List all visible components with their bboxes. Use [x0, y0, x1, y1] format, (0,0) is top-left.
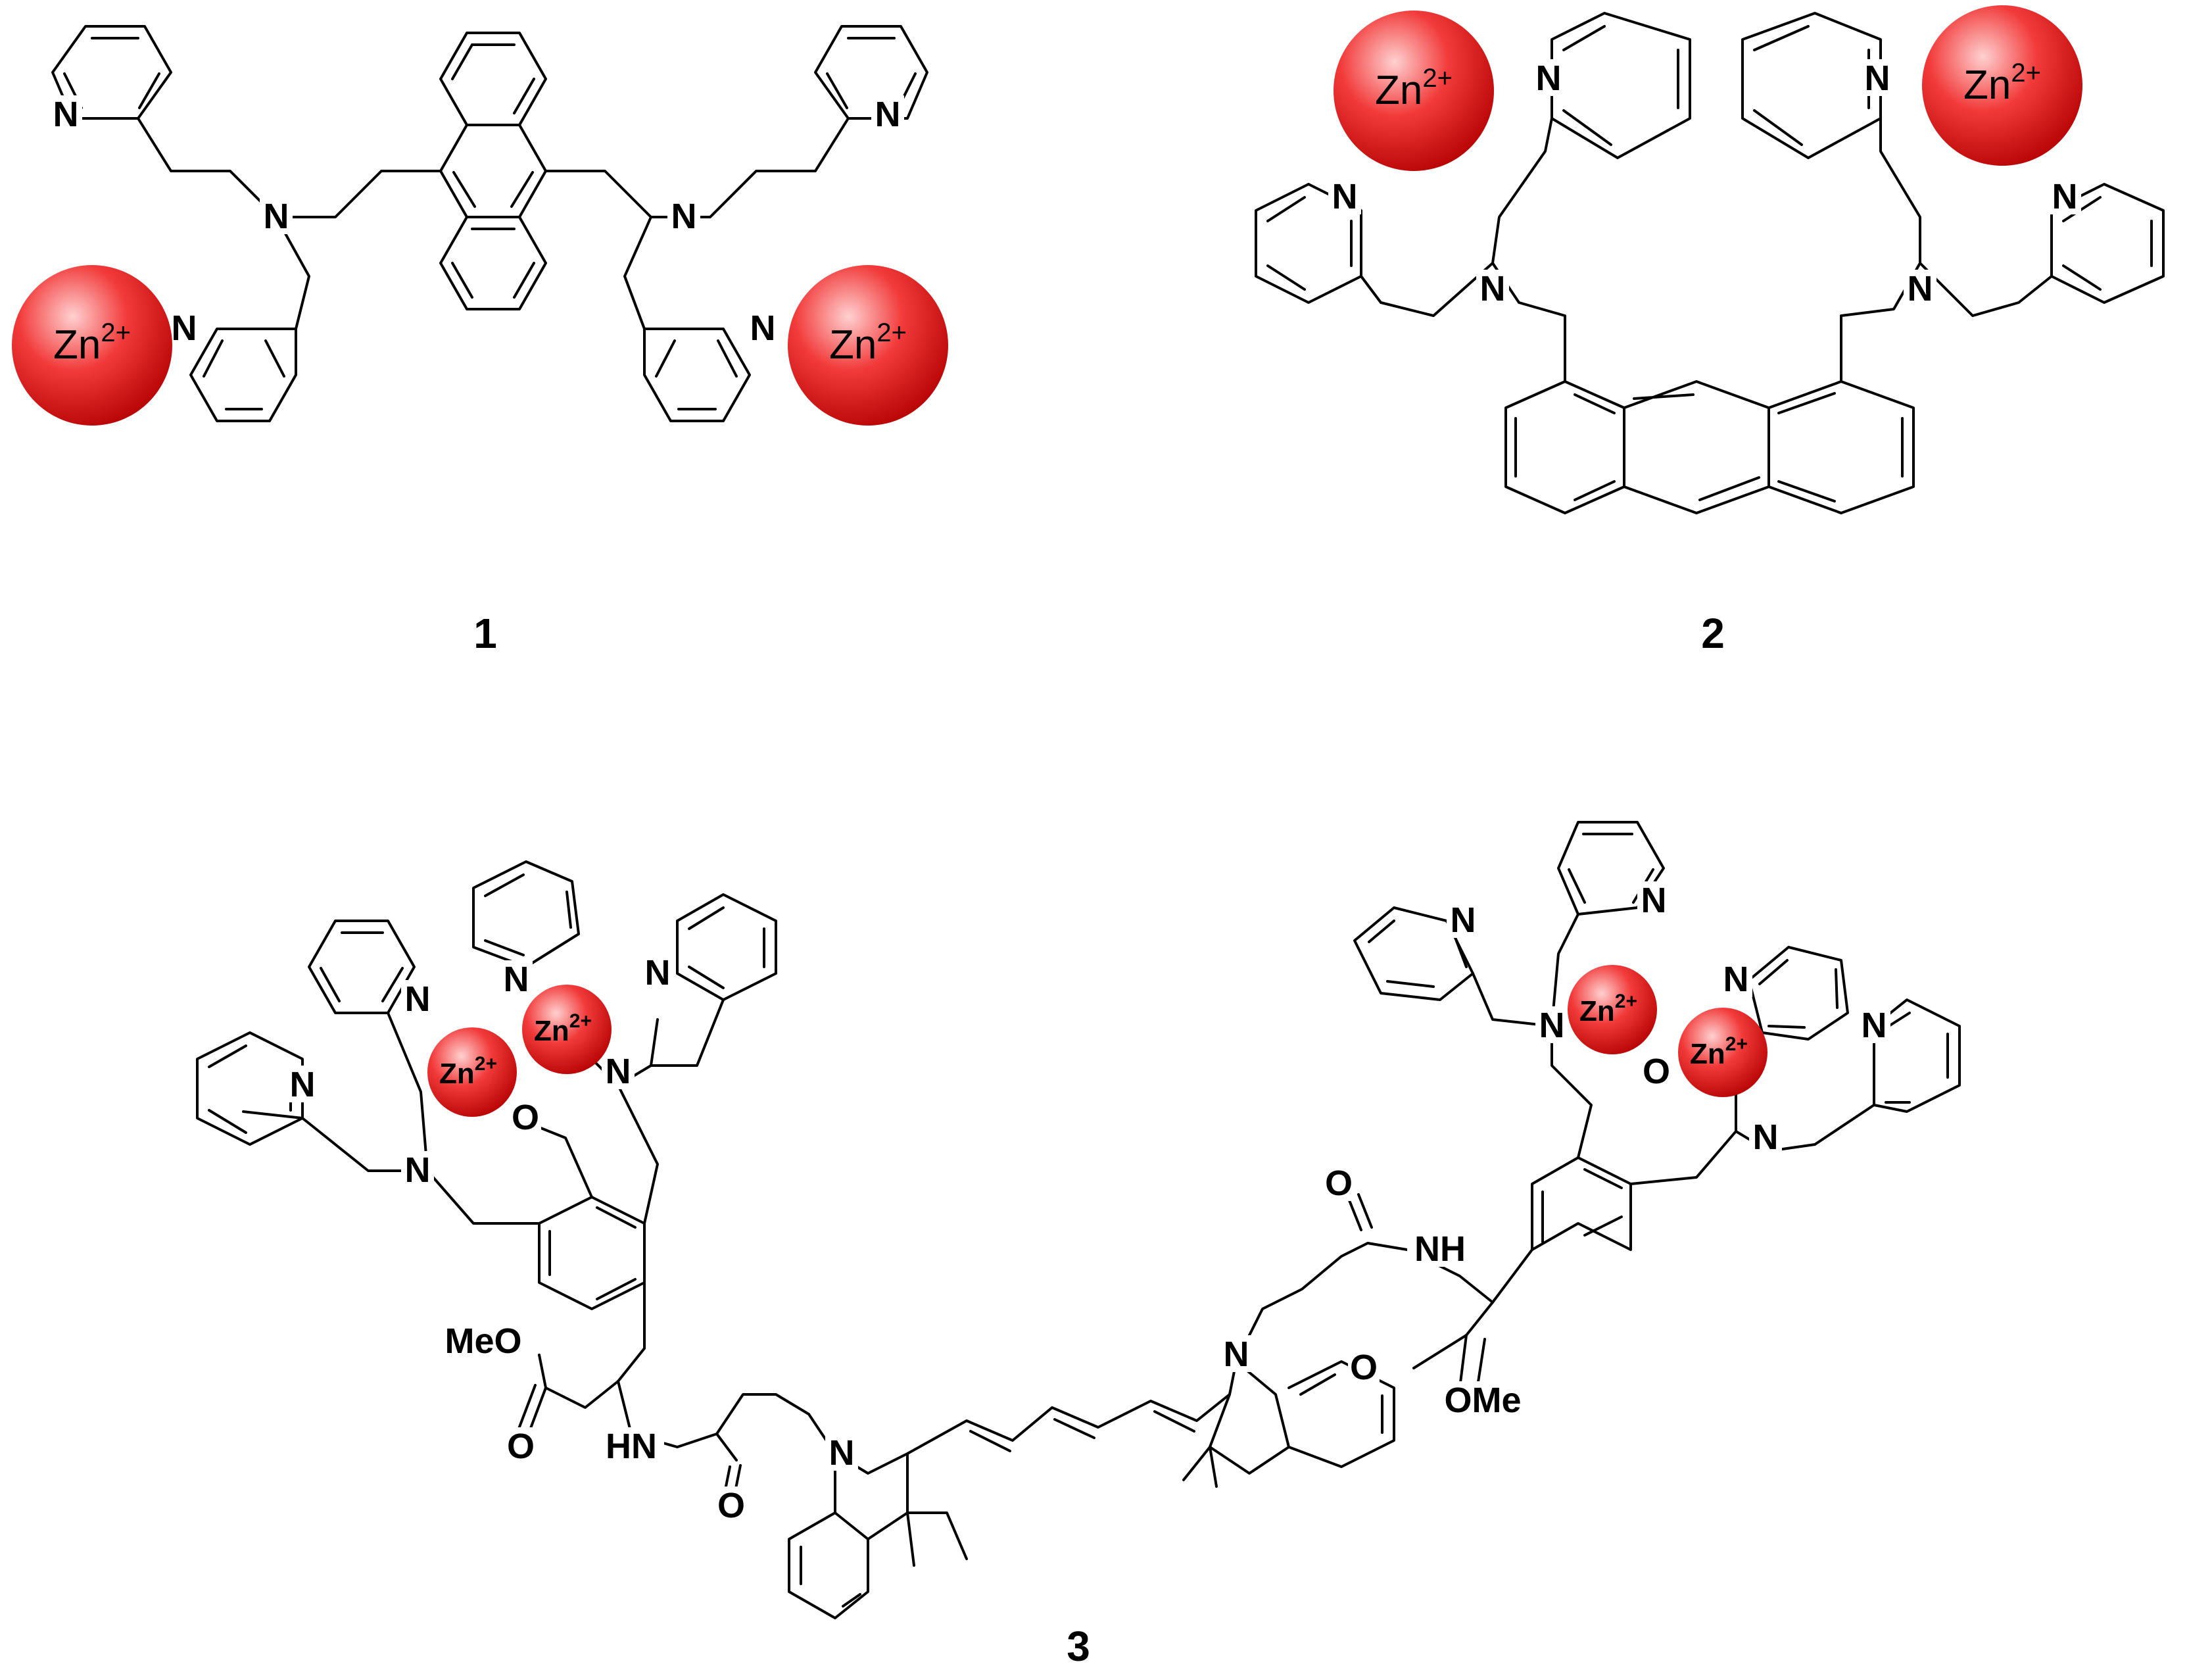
n-label: N: [1535, 1006, 1568, 1045]
zinc-ion: Zn2+: [1334, 11, 1494, 171]
n-label: N: [641, 953, 674, 993]
svg-text:N: N: [172, 308, 197, 348]
svg-text:N: N: [606, 1052, 631, 1091]
n-label: N: [260, 197, 293, 236]
amide-nh-label: HN: [598, 1427, 664, 1466]
svg-text:N: N: [1865, 59, 1890, 98]
svg-text:N: N: [1224, 1335, 1249, 1374]
svg-text:Zn2+: Zn2+: [1963, 59, 2041, 108]
compound-1-structure: N N N N N N Zn2+ Zn2+ 1: [12, 25, 948, 657]
n-label: N: [667, 197, 700, 236]
svg-text:N: N: [2052, 177, 2078, 216]
n-label: N: [1447, 900, 1479, 940]
zinc-ion: Zn2+: [12, 265, 172, 426]
svg-text:Zn2+: Zn2+: [1579, 991, 1637, 1027]
compound-label: 3: [1067, 1623, 1090, 1670]
svg-text:MeO: MeO: [445, 1321, 521, 1361]
svg-text:N: N: [504, 960, 529, 999]
zinc-ion: Zn2+: [788, 265, 948, 426]
amide-nh-label: NH: [1407, 1229, 1473, 1269]
svg-text:N: N: [1539, 1006, 1565, 1045]
n-label: N: [1904, 269, 1936, 308]
zinc-ion: Zn2+: [522, 985, 612, 1074]
svg-text:NH: NH: [1414, 1229, 1466, 1269]
zinc-ion: Zn2+: [427, 1027, 517, 1117]
n-label: N: [2048, 177, 2081, 216]
svg-text:O: O: [717, 1486, 745, 1525]
n-label: N: [746, 308, 779, 348]
svg-text:N: N: [750, 308, 776, 348]
zinc-ion: Zn2+: [1678, 1008, 1767, 1097]
svg-text:O: O: [1350, 1348, 1378, 1387]
n-label: N: [500, 960, 533, 999]
methoxy-label: OMe: [1433, 1381, 1532, 1420]
n-label: N: [1637, 881, 1670, 920]
o-label: O: [715, 1486, 747, 1525]
svg-text:N: N: [405, 1150, 431, 1190]
n-label: N: [1476, 269, 1509, 308]
svg-text:Zn2+: Zn2+: [829, 318, 907, 368]
svg-text:O: O: [1643, 1052, 1670, 1091]
svg-text:HN: HN: [606, 1427, 657, 1466]
compound-label: 1: [473, 610, 497, 657]
svg-text:N: N: [671, 197, 697, 236]
n-label: N: [1328, 177, 1361, 216]
n-label: N: [871, 95, 904, 134]
o-label: O: [1323, 1164, 1355, 1203]
svg-text:N: N: [290, 1065, 316, 1104]
svg-text:Zn2+: Zn2+: [1690, 1033, 1748, 1070]
svg-text:N: N: [53, 95, 79, 134]
n-label: N: [825, 1433, 858, 1473]
anthracene-core-1: [439, 32, 547, 310]
zinc-ion: Zn2+: [1568, 965, 1657, 1054]
n-label: N: [286, 1065, 319, 1104]
svg-text:Zn2+: Zn2+: [53, 318, 131, 368]
svg-text:N: N: [1480, 269, 1506, 308]
compound-2-structure: Zn2+ Zn2+: [1255, 5, 2165, 657]
svg-text:N: N: [1723, 960, 1749, 999]
o-label: O: [1348, 1348, 1380, 1387]
svg-text:N: N: [1641, 881, 1667, 920]
n-label: N: [401, 1150, 434, 1190]
compound-3-structure: N N N N N N O MeO O HN O N N O NH O OMe …: [196, 821, 1961, 1670]
svg-text:N: N: [1332, 177, 1358, 216]
n-label: N: [49, 95, 82, 134]
n-label: N: [1220, 1335, 1253, 1374]
n-label: N: [1749, 1117, 1782, 1157]
svg-text:N: N: [1908, 269, 1933, 308]
svg-text:N: N: [1451, 900, 1476, 940]
anthracene-core-2: [1504, 380, 1915, 514]
svg-text:O: O: [512, 1098, 539, 1137]
compound-label: 2: [1701, 610, 1725, 657]
svg-text:Zn2+: Zn2+: [1375, 64, 1453, 113]
zinc-ion: Zn2+: [1922, 5, 2082, 166]
n-label: N: [1861, 59, 1894, 98]
svg-text:O: O: [507, 1427, 535, 1466]
n-label: N: [602, 1052, 635, 1091]
svg-text:N: N: [405, 979, 431, 1019]
o-label: O: [1641, 1052, 1672, 1091]
svg-text:N: N: [645, 953, 671, 993]
svg-text:N: N: [1753, 1117, 1779, 1157]
svg-text:N: N: [1862, 1006, 1887, 1045]
svg-text:Zn2+: Zn2+: [439, 1053, 497, 1090]
svg-text:OMe: OMe: [1444, 1381, 1521, 1420]
o-label: O: [510, 1098, 541, 1137]
methoxy-label: MeO: [434, 1321, 533, 1361]
n-label: N: [1719, 960, 1752, 999]
svg-text:N: N: [1536, 59, 1562, 98]
svg-text:N: N: [875, 95, 901, 134]
o-label: O: [505, 1427, 537, 1466]
n-label: N: [168, 308, 201, 348]
n-label: N: [401, 979, 434, 1019]
n-label: N: [1532, 59, 1565, 98]
svg-text:Zn2+: Zn2+: [534, 1010, 592, 1047]
svg-text:O: O: [1325, 1164, 1353, 1203]
n-label: N: [1858, 1006, 1890, 1045]
svg-text:N: N: [264, 197, 289, 236]
svg-text:N: N: [829, 1433, 855, 1473]
